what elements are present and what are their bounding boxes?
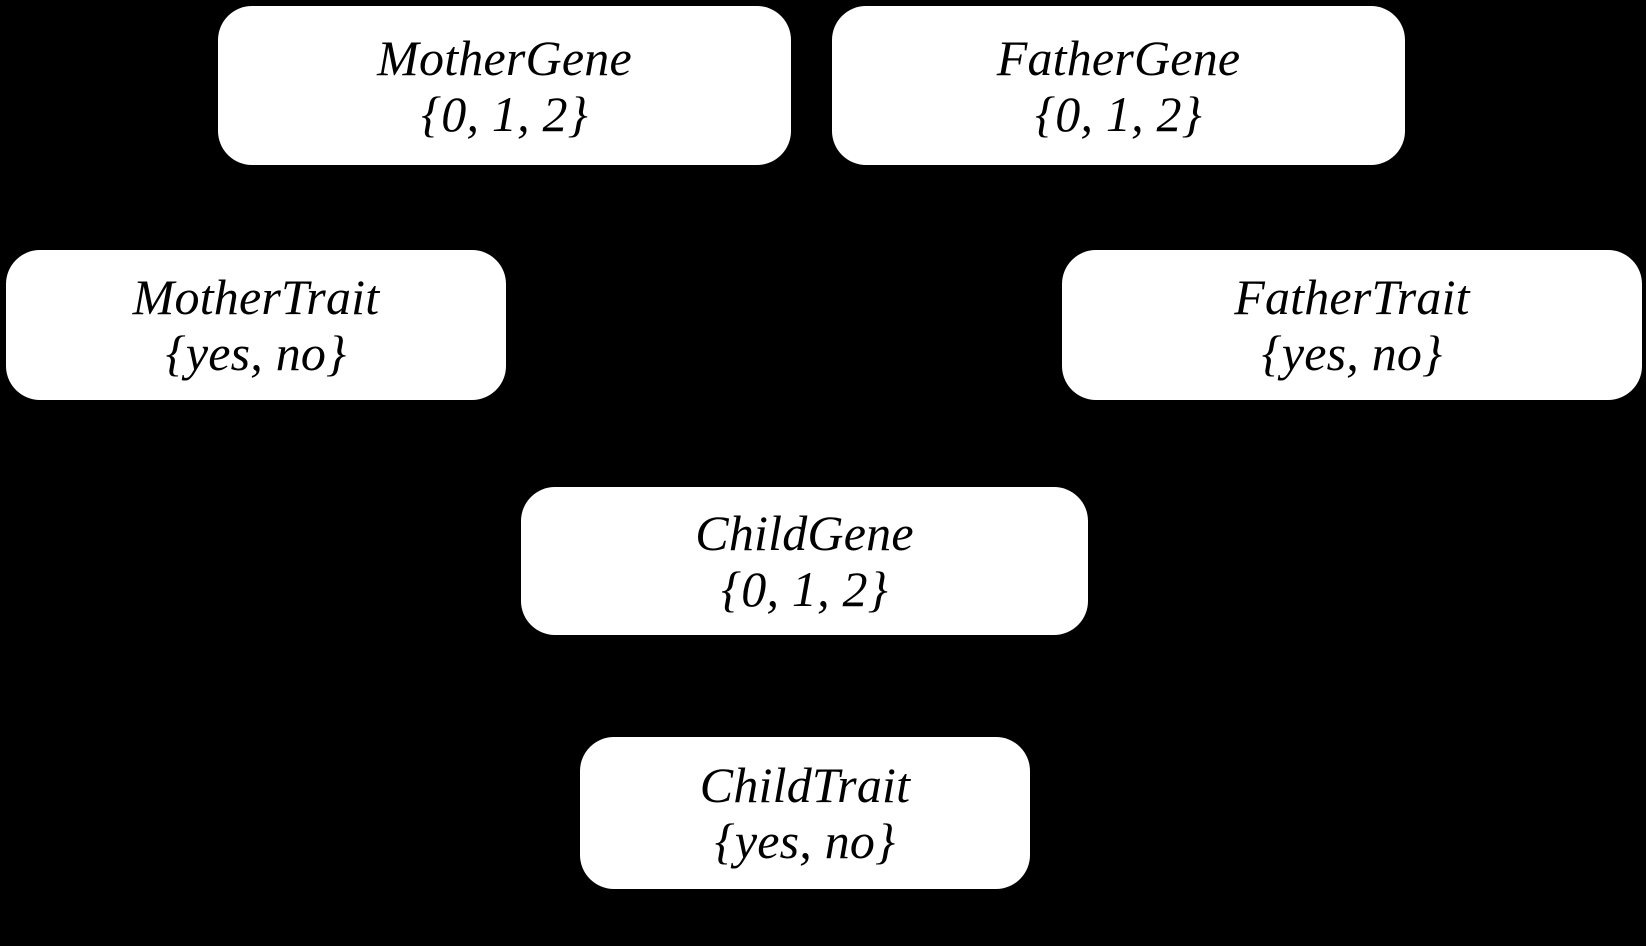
- node-child-gene[interactable]: ChildGene {0, 1, 2}: [521, 487, 1088, 635]
- node-mother-gene-domain: {0, 1, 2}: [421, 85, 588, 142]
- node-mother-trait[interactable]: MotherTrait {yes, no}: [6, 250, 506, 400]
- node-father-trait[interactable]: FatherTrait {yes, no}: [1062, 250, 1642, 400]
- node-child-trait-label: ChildTrait: [699, 757, 911, 813]
- node-mother-gene-label: MotherGene: [377, 29, 632, 86]
- node-child-trait[interactable]: ChildTrait {yes, no}: [580, 737, 1030, 889]
- node-father-gene-domain: {0, 1, 2}: [1035, 85, 1202, 142]
- node-mother-trait-label: MotherTrait: [132, 269, 380, 325]
- node-child-gene-label: ChildGene: [695, 505, 914, 561]
- node-mother-trait-domain: {yes, no}: [165, 325, 347, 381]
- node-child-trait-domain: {yes, no}: [714, 813, 896, 869]
- node-father-trait-label: FatherTrait: [1234, 269, 1470, 325]
- node-father-gene-label: FatherGene: [996, 29, 1241, 86]
- node-child-gene-domain: {0, 1, 2}: [721, 561, 888, 617]
- node-mother-gene[interactable]: MotherGene {0, 1, 2}: [218, 6, 791, 165]
- node-father-gene[interactable]: FatherGene {0, 1, 2}: [832, 6, 1405, 165]
- node-father-trait-domain: {yes, no}: [1261, 325, 1443, 381]
